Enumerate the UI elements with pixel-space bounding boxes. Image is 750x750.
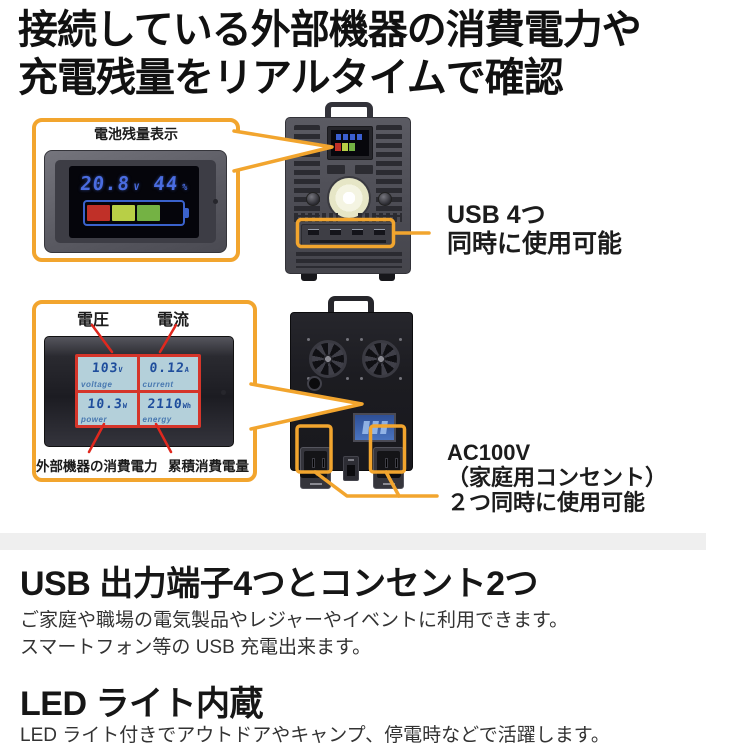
device-foot [379, 274, 395, 281]
battery-segment-green [137, 205, 160, 221]
ac-note-line1: AC100V [447, 440, 531, 465]
power-quadrant-label: power [81, 415, 108, 424]
energy-quadrant: 2110Wh energy [139, 392, 198, 425]
battery-nub [185, 208, 189, 218]
led-section-body: LED ライト付きでアウトドアやキャンプ、停電時などで活躍します。 [20, 725, 610, 746]
current-label: 電流 [157, 312, 190, 329]
battery-percent-unit: % [181, 183, 188, 193]
voltage-value: 103 [91, 361, 120, 376]
battery-segment-yellow-green [112, 205, 135, 221]
front-display-screen [331, 130, 369, 156]
usb-section-body: ご家庭や職場の電気製品やレジャーやイベントに利用できます。 スマートフォン等の … [20, 607, 568, 661]
page-title: 接続している外部機器の消費電力や 充電残量をリアルタイムで確認 [18, 6, 642, 102]
small-socket [314, 401, 322, 409]
energy-unit: Wh [181, 401, 191, 410]
power-quadrant: 10.3W power [78, 392, 137, 425]
battery-percent-value: 44 [152, 173, 180, 195]
ac-outlet [300, 447, 331, 489]
device-foot [300, 471, 316, 478]
energy-value: 2110 [146, 396, 183, 412]
front-display [327, 126, 373, 160]
usb-note-line1: USB 4つ [447, 201, 546, 229]
ac-note-line3: ２つ同時に使用可能 [447, 490, 646, 515]
bezel-dot [221, 390, 226, 395]
mini-digits [336, 134, 364, 140]
external-power-label: 外部機器の消費電力 [36, 459, 158, 474]
panel-button [355, 165, 373, 174]
led-section-heading: LED ライト内蔵 [20, 685, 263, 723]
device-foot [385, 471, 401, 478]
mini-battery-gauge [335, 143, 369, 151]
usb-port [352, 229, 363, 235]
power-meter-photo: 103V voltage 0.12A current 10.3W power 2… [44, 336, 234, 447]
bezel-dot [213, 199, 218, 204]
bottom-vent [296, 252, 402, 268]
usb-port [330, 229, 341, 235]
ac-note: AC100V （家庭用コンセント） ２つ同時に使用可能 [447, 440, 667, 515]
usb-section-body-line1: ご家庭や職場の電気製品やレジャーやイベントに利用できます。 [20, 610, 569, 631]
carry-handle [325, 102, 373, 118]
cumulative-energy-label: 累積消費電量 [168, 459, 249, 474]
voltage-quadrant-label: voltage [81, 379, 113, 389]
power-value: 10.3 [86, 396, 124, 412]
current-quadrant-label: current [142, 379, 174, 389]
right-knob [378, 192, 392, 206]
usb-port-panel [301, 224, 393, 247]
voltage-label: 電圧 [77, 312, 110, 329]
charge-input-socket [307, 376, 322, 391]
usb-port [308, 229, 319, 235]
device-front-body [285, 117, 411, 274]
left-knob [306, 192, 320, 206]
usb-note-line2: 同時に使用可能 [447, 230, 623, 258]
power-switch [343, 456, 359, 481]
current-quadrant: 0.12A current [139, 357, 198, 390]
power-unit: W [122, 401, 128, 410]
cooling-fan-icon [362, 340, 400, 378]
battery-voltage-value: 20.8 [79, 173, 132, 195]
led-light-ring [329, 178, 369, 218]
device-foot [301, 274, 317, 281]
usb-note: USB 4つ 同時に使用可能 [447, 201, 622, 259]
device-rear-body [290, 312, 413, 489]
power-station-rear-photo [290, 294, 413, 489]
vent-strip [294, 213, 338, 222]
current-value: 0.12 [148, 361, 185, 376]
voltage-unit: V [117, 366, 123, 374]
power-station-front-photo [285, 102, 411, 282]
usb-port [374, 229, 385, 235]
panel-button [327, 165, 345, 174]
battery-segment-red [87, 205, 110, 221]
power-meter-lcd: 103V voltage 0.12A current 10.3W power 2… [75, 354, 201, 428]
energy-quadrant-label: energy [142, 415, 172, 424]
usb-panel-slot [310, 240, 386, 243]
carry-handle [328, 296, 374, 312]
cooling-fan-icon [309, 340, 347, 378]
current-unit: A [183, 366, 189, 374]
usb-section-heading: USB 出力端子4つとコンセント2つ [20, 565, 539, 603]
section-divider-band [0, 533, 706, 550]
page-title-line1: 接続している外部機器の消費電力や [18, 8, 642, 52]
battery-voltage-unit: V [133, 183, 140, 193]
page-title-line2: 充電残量をリアルタイムで確認 [18, 56, 564, 100]
rear-meter-display [353, 413, 396, 442]
battery-gauge-icon [83, 200, 189, 226]
battery-callout-label: 電池残量表示 [94, 126, 178, 142]
ac-note-line2: （家庭用コンセント） [447, 465, 668, 490]
vent-strip [358, 213, 402, 222]
usb-section-body-line2: スマートフォン等の USB 充電出来ます。 [20, 637, 372, 658]
voltage-quadrant: 103V voltage [78, 357, 137, 390]
ac-outlet [373, 447, 404, 489]
